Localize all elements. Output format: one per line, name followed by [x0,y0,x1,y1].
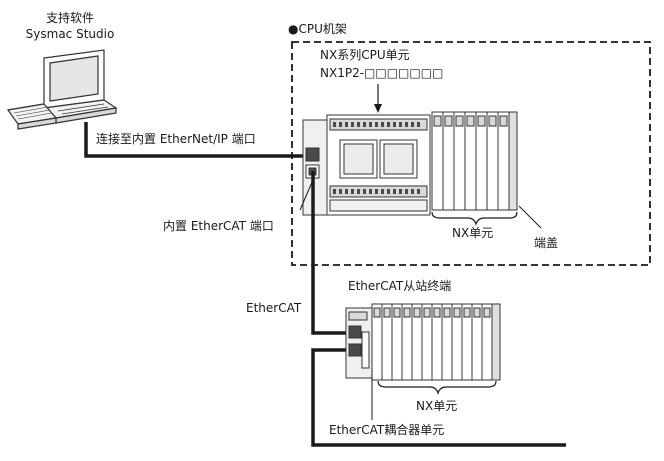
nx-units-top-icon [431,111,518,211]
nx-units-top-label: NX单元 [452,226,494,240]
nx-units-bottom-icon [371,303,501,381]
ethercat-slave-label: EtherCAT从站终端 [348,279,452,293]
sysmac-studio-label: Sysmac Studio [25,27,115,41]
nx-units-bottom-label: NX单元 [416,399,458,413]
cpu-terminal-pins [333,122,420,194]
ethercat-label: EtherCAT [246,301,302,315]
nx-units-bottom-brace [377,380,497,395]
end-cover-pointer [518,205,542,229]
laptop-icon [6,49,118,130]
nx-units-top-brace [431,211,518,226]
ethernet-cable [84,122,312,158]
ethercat-port-label: 内置 EtherCAT 端口 [163,219,274,233]
cpu-unit-pointer-head [374,104,382,113]
cpu-rack-label: ●CPU机架 [288,22,347,36]
ethercat-coupler-unit-icon [345,307,373,379]
end-cover-label: 端盖 [534,236,559,250]
cpu-rack-boundary [291,41,651,266]
nx-cpu-model-label: NX1P2-□□□□□□□ [320,66,444,80]
ethernet-port-label: 连接至内置 EtherNet/IP 端口 [96,132,256,146]
nx-cpu-unit-label: NX系列CPU单元 [320,48,410,62]
support-software-label: 支持软件 [45,11,94,25]
coupler-unit-label: EtherCAT耦合器单元 [329,423,445,437]
nx-cpu-unit-icon [302,114,431,216]
ethercat-port-pointer [299,179,314,211]
ethercat-cable [311,171,348,335]
ethercat-cable-out [311,348,566,447]
